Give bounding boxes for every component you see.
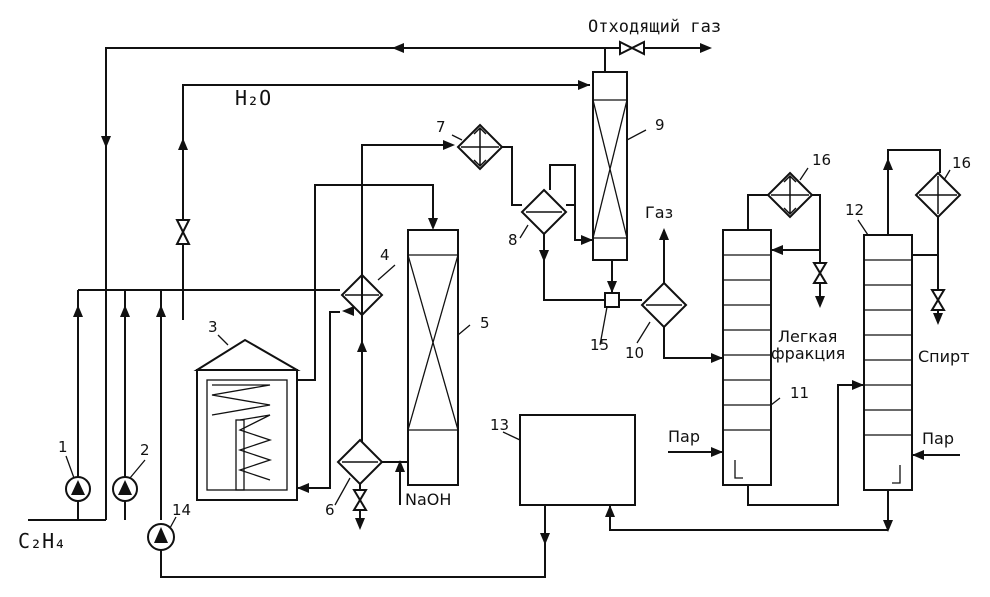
column-11 (722, 229, 772, 486)
gas-outlet-arrow (659, 228, 669, 240)
hx4-arrow (342, 306, 354, 316)
column-9 (592, 71, 628, 261)
column11-top (747, 194, 768, 230)
column12-top-arrow (883, 158, 893, 170)
heat-exchanger-10 (640, 281, 688, 329)
column11-inlet-arrow (711, 353, 723, 363)
label-7: 7 (436, 118, 446, 136)
hx7-inlet-arrow (443, 140, 455, 150)
pump14-arrow-up (156, 305, 166, 317)
label-15: 15 (590, 336, 609, 354)
furnace-inlet-arrow (297, 483, 309, 493)
pump-14 (147, 523, 175, 551)
return-arrow-left (392, 43, 404, 53)
water-line (182, 84, 590, 320)
column12-top (887, 149, 941, 235)
water-arrow-right (578, 80, 590, 90)
label-16a: 16 (812, 151, 831, 169)
waste-gas-return-line (105, 47, 606, 520)
column12-inlet-arrow (852, 380, 864, 390)
naoh-label: NaOH (405, 490, 451, 509)
label-12: 12 (845, 201, 864, 219)
alcohol-arrow (933, 313, 943, 325)
label-11: 11 (790, 384, 809, 402)
reactor-inlet-arrow (428, 218, 438, 230)
light-fraction-label-2: фракция (771, 344, 845, 363)
ethylene-label: C₂H₄ (18, 529, 66, 553)
pump-1 (65, 476, 91, 502)
label-1: 1 (58, 438, 68, 456)
column9-down-arrow (607, 281, 617, 293)
column-12 (863, 234, 913, 491)
light-fraction-valve (812, 262, 828, 284)
column11-to-column12 (747, 384, 864, 506)
tank13-outlet-arrow (540, 533, 550, 545)
label-2: 2 (140, 441, 150, 459)
hx8-side (574, 205, 593, 241)
column12-bottom-arrow (883, 520, 893, 532)
steam-12-arrow (912, 450, 924, 460)
label-6: 6 (325, 501, 335, 519)
label-3: 3 (208, 318, 218, 336)
heat-exchanger-7 (456, 123, 504, 171)
steam-12-label: Пар (922, 429, 954, 448)
label-4: 4 (380, 246, 390, 264)
heat-exchanger-6 (336, 438, 384, 486)
heat-exchanger-16b (914, 171, 962, 219)
water-arrow-up (178, 138, 188, 150)
label-8: 8 (508, 231, 518, 249)
label-14: 14 (172, 501, 191, 519)
label-10: 10 (625, 344, 644, 362)
tank-13 (519, 414, 636, 506)
gas-label: Газ (645, 203, 673, 222)
heat-exchanger-16a (766, 171, 814, 219)
hx10-to-column11 (663, 327, 723, 359)
pump-2 (112, 476, 138, 502)
reactor-5 (407, 229, 459, 486)
light-fraction-arrow (815, 296, 825, 308)
waste-gas-valve (619, 40, 645, 56)
tank13-inlet-arrow (605, 505, 615, 517)
pump2-arrow-up (120, 305, 130, 317)
label-16b: 16 (952, 154, 971, 172)
hx8-down-arrow (539, 250, 549, 262)
steam-11-arrow (711, 447, 723, 457)
label-5: 5 (480, 314, 490, 332)
hx6-valve (352, 489, 368, 511)
valve-15 (604, 292, 620, 308)
steam-11-label: Пар (668, 427, 700, 446)
furnace-3 (193, 338, 301, 501)
hx8-to-column9 (549, 164, 576, 206)
hx7-to-hx8 (502, 146, 522, 206)
light-fraction-label-1: Легкая (778, 327, 837, 346)
naoh-arrow (395, 460, 405, 472)
alcohol-label: Спирт (918, 347, 970, 366)
pump1-arrow-up (73, 305, 83, 317)
return-arrow-down (101, 136, 111, 148)
label-9: 9 (655, 116, 665, 134)
reflux-arrow (771, 245, 783, 255)
hx6-drain-arrow (355, 518, 365, 530)
heat-exchanger-8 (520, 188, 568, 236)
water-valve (175, 219, 191, 245)
waste-gas-label: Отходящий газ (588, 17, 721, 37)
alcohol-valve (930, 289, 946, 311)
waste-gas-arrow (700, 43, 712, 53)
label-13: 13 (490, 416, 509, 434)
furnace-inlet-line (297, 311, 340, 489)
recycle-line-bottom (160, 505, 546, 578)
hx4-up-arrow (357, 340, 367, 352)
column9-inlet-arrow (581, 235, 593, 245)
water-label: H₂O (235, 86, 271, 110)
bottom-to-tank13 (609, 505, 888, 531)
leader-lines (65, 129, 951, 529)
furnace-outlet-line (297, 184, 434, 381)
